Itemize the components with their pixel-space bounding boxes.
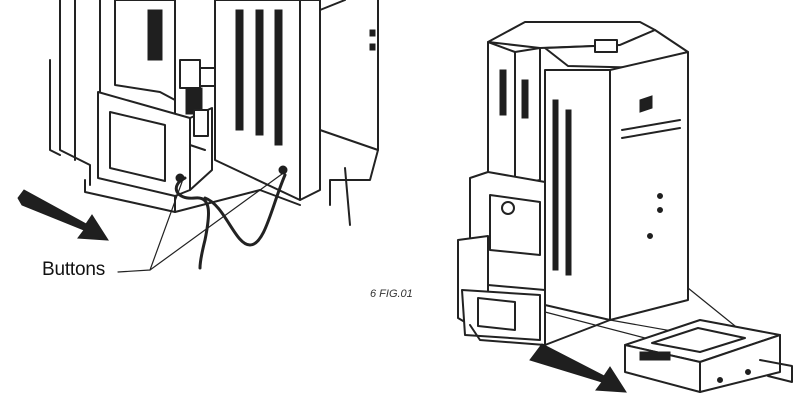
slot-3 [274, 9, 283, 146]
upper-slot [147, 9, 163, 61]
leader-line-right [149, 173, 283, 271]
slot-2 [255, 9, 264, 136]
figure-caption: 6 FIG.01 [370, 288, 413, 300]
buttons-callout-label: Buttons [42, 259, 106, 280]
unit-slot-2 [565, 109, 572, 276]
left-closeup-illustration [17, 0, 379, 273]
unit-slot-1 [552, 99, 559, 271]
unit-side-face [609, 51, 689, 321]
front-window [109, 111, 166, 182]
right-unit-illustration [457, 21, 793, 393]
pull-arrow-left [17, 189, 109, 241]
button-right [278, 165, 288, 175]
button-left [175, 173, 185, 183]
pull-arrow-right [529, 343, 627, 393]
upper-housing [114, 0, 176, 101]
cable [174, 176, 211, 270]
slot-1 [235, 9, 244, 131]
